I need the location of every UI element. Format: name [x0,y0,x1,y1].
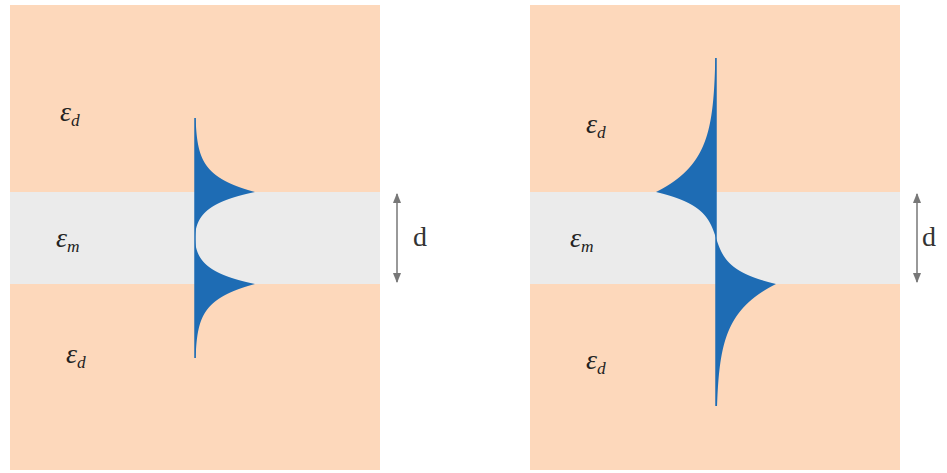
permittivity-label: εm [570,224,594,252]
permittivity-label: εd [586,110,606,138]
permittivity-label: εd [586,346,606,374]
dielectric-region [10,5,380,470]
field-axis [715,58,717,406]
field-profile [195,118,255,358]
thickness-arrow [916,194,918,282]
dielectric-region [530,5,900,470]
thickness-label: d [413,223,427,251]
thickness-arrow [396,194,398,282]
field-profile [656,58,776,406]
permittivity-label: εm [56,224,80,252]
thickness-label: d [922,223,936,251]
permittivity-label: εd [66,340,86,368]
permittivity-label: εd [60,98,80,126]
field-axis [194,118,196,358]
